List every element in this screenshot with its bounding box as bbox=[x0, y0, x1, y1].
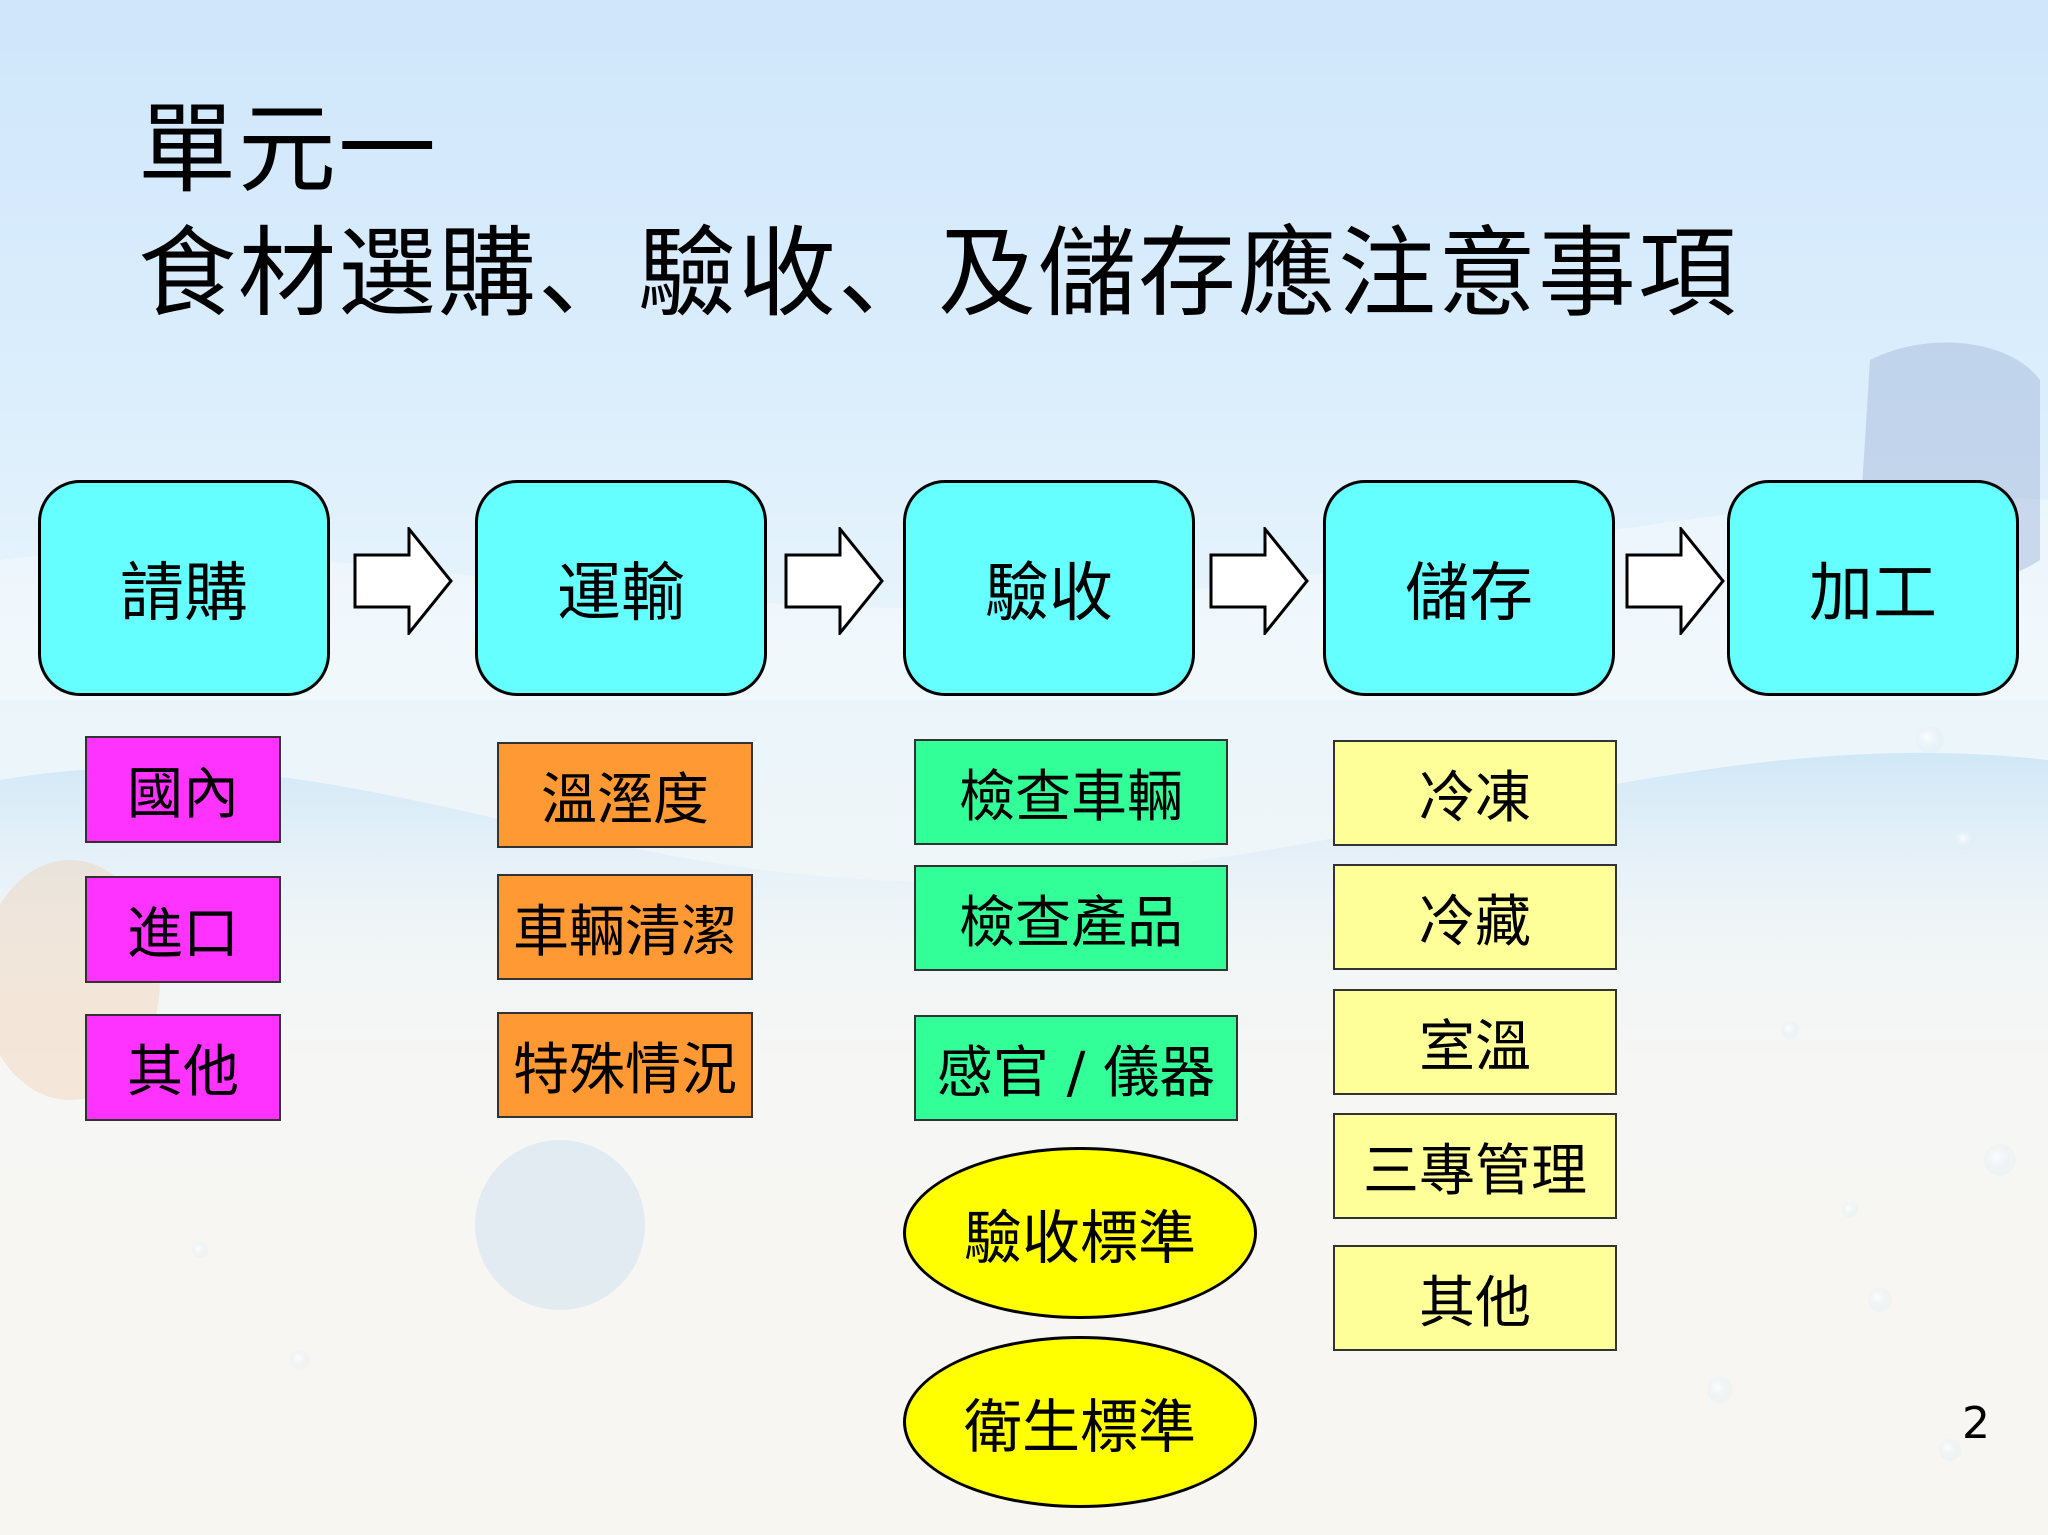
title-line-1: 單元一 bbox=[138, 93, 439, 207]
storage-item-room-temperature: 室溫 bbox=[1333, 989, 1617, 1095]
flow-arrow-2 bbox=[784, 527, 884, 635]
step-purchase: 請購 bbox=[38, 480, 330, 696]
step-storage: 儲存 bbox=[1323, 480, 1615, 696]
storage-item-three-dedicated: 三專管理 bbox=[1333, 1113, 1617, 1219]
inspection-item-sensory-instrument: 感官 / 儀器 bbox=[914, 1015, 1238, 1121]
step-processing: 加工 bbox=[1727, 480, 2019, 696]
storage-item-refrigerated: 冷藏 bbox=[1333, 864, 1617, 970]
transport-item-special-cases: 特殊情況 bbox=[497, 1012, 753, 1118]
standard-acceptance: 驗收標準 bbox=[903, 1147, 1257, 1319]
step-inspection: 驗收 bbox=[903, 480, 1195, 696]
purchase-item-domestic: 國內 bbox=[85, 736, 281, 843]
inspection-item-check-vehicle: 檢查車輛 bbox=[914, 739, 1228, 845]
flow-arrow-4 bbox=[1625, 527, 1725, 635]
inspection-item-check-product: 檢查產品 bbox=[914, 865, 1228, 971]
flow-arrow-1 bbox=[353, 527, 453, 635]
standard-hygiene: 衛生標準 bbox=[903, 1336, 1257, 1508]
transport-item-temp-humidity: 溫溼度 bbox=[497, 742, 753, 848]
page-number: 2 bbox=[1962, 1398, 1990, 1449]
step-transport: 運輸 bbox=[475, 480, 767, 696]
purchase-item-import: 進口 bbox=[85, 876, 281, 983]
slide-title: 單元一 食材選購、驗收、及儲存應注意事項 bbox=[138, 88, 1738, 336]
flow-arrow-3 bbox=[1209, 527, 1309, 635]
purchase-item-other: 其他 bbox=[85, 1014, 281, 1121]
storage-item-frozen: 冷凍 bbox=[1333, 740, 1617, 846]
storage-item-other: 其他 bbox=[1333, 1245, 1617, 1351]
transport-item-vehicle-cleaning: 車輛清潔 bbox=[497, 874, 753, 980]
title-line-2: 食材選購、驗收、及儲存應注意事項 bbox=[138, 217, 1739, 331]
